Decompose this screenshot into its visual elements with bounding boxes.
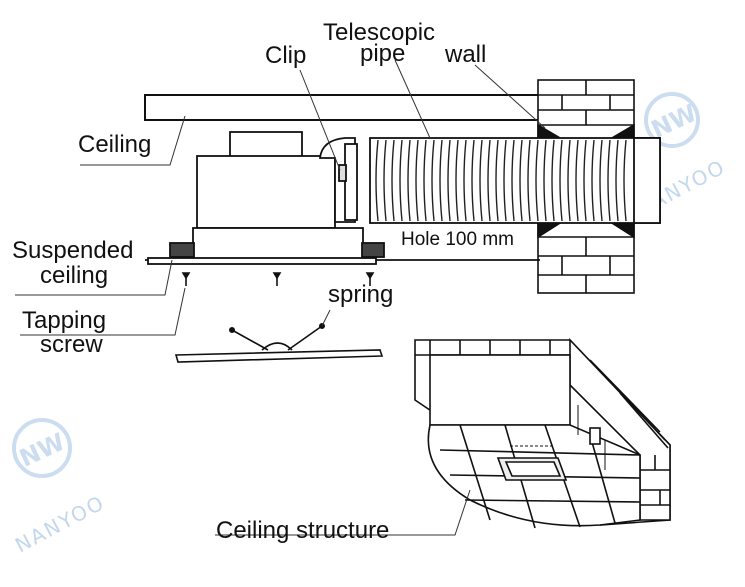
pipe-rib	[503, 139, 507, 222]
label-spring: spring	[328, 281, 393, 308]
pipe-rib	[535, 139, 539, 222]
pipe-rib	[383, 139, 387, 222]
label-pipe: pipe	[360, 40, 405, 67]
pipe-rib	[623, 139, 627, 222]
label-telescopic: Telescopic	[323, 19, 435, 46]
label-hole: Hole 100 mm	[401, 229, 514, 250]
pipe-rib	[615, 139, 619, 222]
pipe-rib	[431, 139, 435, 222]
pipe-rib	[375, 139, 379, 222]
pipe-rib	[527, 139, 531, 222]
pipe-rib	[399, 139, 403, 222]
pipe-rib	[471, 139, 475, 222]
fan-housing	[145, 131, 540, 265]
pipe-rib	[591, 139, 595, 222]
pipe-rib	[511, 139, 515, 222]
pipe-rib	[551, 139, 555, 222]
label-wall: wall	[444, 41, 486, 68]
pipe-rib	[495, 139, 499, 222]
pipe-rib	[423, 139, 427, 222]
label-ceiling-structure: Ceiling structure	[216, 517, 389, 544]
pipe-rib	[487, 139, 491, 222]
pipe-rib	[415, 139, 419, 222]
pipe-rib	[543, 139, 547, 222]
grille-panel	[174, 322, 384, 363]
label-suspended-ceiling: ceiling	[40, 262, 108, 289]
pipe-rib	[439, 139, 443, 222]
label-clip: Clip	[265, 42, 306, 69]
leader-lines	[15, 59, 546, 536]
label-suspended: Suspended	[12, 237, 133, 264]
label-tapping: Tapping	[22, 307, 106, 334]
pipe-rib	[607, 139, 611, 222]
watermark-brand-text-2: NANYOO	[11, 490, 109, 557]
label-ceiling: Ceiling	[78, 131, 151, 158]
pipe-rib	[559, 139, 563, 222]
pipe-rib	[479, 139, 483, 222]
pipe-rib	[519, 139, 523, 222]
pipe-rib	[575, 139, 579, 222]
ceiling-structure	[414, 338, 671, 529]
pipe-rib	[567, 139, 571, 222]
pipe-rib	[599, 139, 603, 222]
tapping-screws	[181, 272, 375, 286]
pipe-rib	[455, 139, 459, 222]
watermark-bottom-left: NW NANYOO	[11, 418, 109, 557]
telescopic-pipe	[369, 137, 661, 224]
pipe-rib	[407, 139, 411, 222]
ceiling-slab	[144, 94, 541, 121]
pipe-rib	[447, 139, 451, 222]
pipe-rib	[463, 139, 467, 222]
pipe-rib	[583, 139, 587, 222]
pipe-rib	[391, 139, 395, 222]
label-screw: screw	[40, 331, 103, 358]
